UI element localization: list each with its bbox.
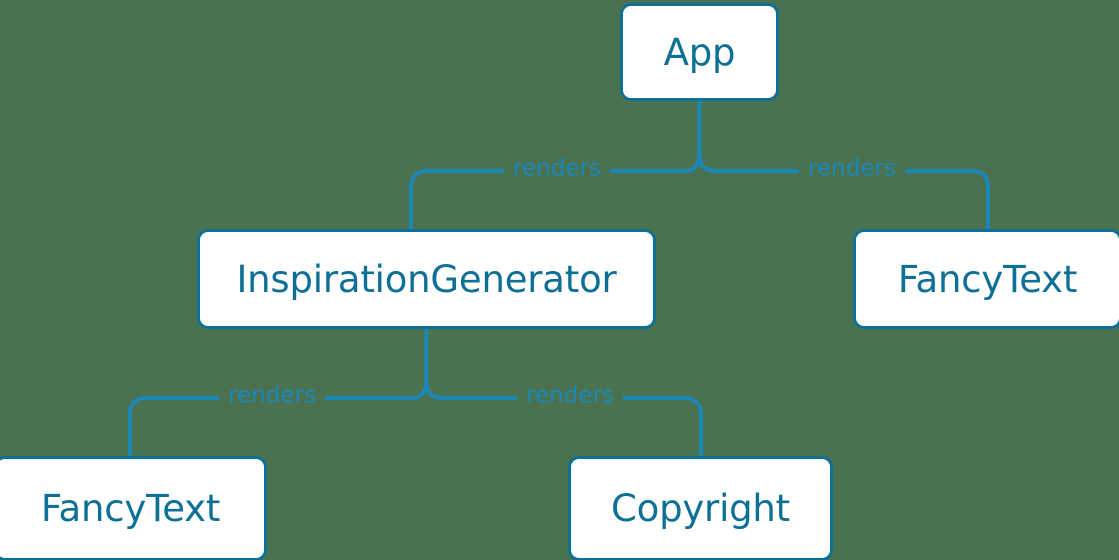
node-fancytext-right[interactable]: FancyText <box>853 229 1119 329</box>
node-app-label: App <box>663 30 736 74</box>
node-fancytext-right-label: FancyText <box>897 257 1078 301</box>
edge-label-app-inspiration: renders <box>504 157 610 181</box>
edge-app-to-inspiration <box>409 169 678 231</box>
node-copyright[interactable]: Copyright <box>568 456 833 560</box>
edge-label-app-fancytext-right: renders <box>799 157 905 181</box>
node-app[interactable]: App <box>620 3 779 101</box>
edge-label-inspiration-fancytext-left: renders <box>219 384 325 408</box>
edge-app-fork-right <box>697 150 725 173</box>
node-fancytext-left[interactable]: FancyText <box>0 456 267 560</box>
edge-inspiration-to-copyright <box>448 396 703 458</box>
node-copyright-label: Copyright <box>611 487 790 530</box>
edge-app-fork <box>674 150 702 173</box>
edge-app-to-fancytext-right <box>721 169 990 231</box>
edge-inspiration-fork <box>401 377 429 400</box>
edge-label-inspiration-copyright: renders <box>517 384 623 408</box>
edge-inspiration-fork-right <box>424 377 452 400</box>
edge-inspiration-to-fancytext-left <box>128 396 405 458</box>
node-fancytext-left-label: FancyText <box>40 487 221 530</box>
node-inspiration-generator-label: InspirationGenerator <box>236 257 617 301</box>
node-inspiration-generator[interactable]: InspirationGenerator <box>197 229 656 329</box>
